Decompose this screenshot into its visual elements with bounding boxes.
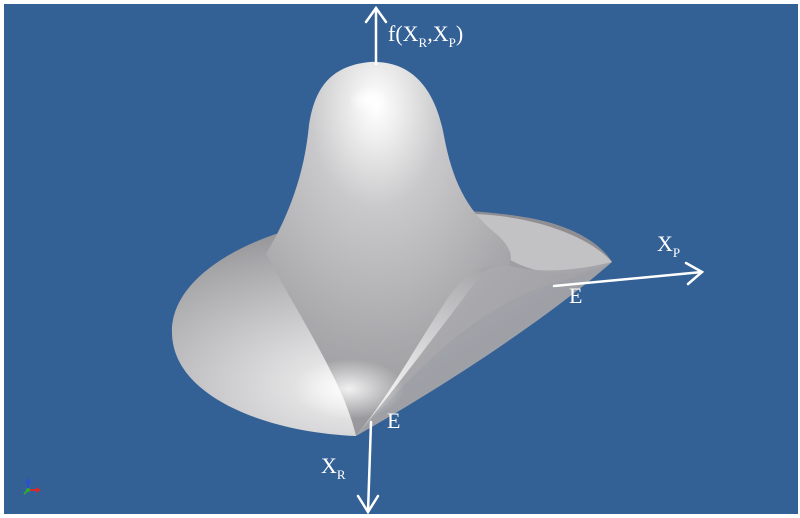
f-label-mid: ,X (427, 21, 449, 46)
xp-axis-label: XP (657, 231, 680, 260)
surface-peak (266, 61, 511, 437)
surface-highlight-peak (349, 86, 389, 114)
edge-label-e-right: E (569, 283, 583, 308)
f-label-sub-p: P (448, 35, 456, 50)
xr-axis-label: XR (321, 453, 346, 482)
xp-label-sub: P (672, 245, 681, 260)
surface-plot (23, 5, 705, 514)
edge-label-e-bottom: E (387, 408, 401, 433)
f-label-suffix: ) (455, 21, 464, 46)
xp-axis-arrow (552, 261, 705, 288)
f-label-prefix: f(X (388, 21, 419, 46)
surface-highlight-front (294, 359, 404, 419)
xr-label-main: X (321, 453, 337, 478)
f-label-sub-r: R (418, 35, 428, 50)
f-axis-arrow (364, 5, 388, 66)
f-axis-label: f(XR,XP) (388, 21, 464, 50)
xr-label-sub: R (336, 467, 346, 482)
xp-label-main: X (657, 231, 673, 256)
surface-cut-face (356, 262, 612, 436)
3d-viewport[interactable]: f(XR,XP) XP XR E E (4, 4, 798, 514)
xyz-axis-triad-icon (23, 478, 41, 495)
xr-axis-arrow (356, 420, 380, 514)
